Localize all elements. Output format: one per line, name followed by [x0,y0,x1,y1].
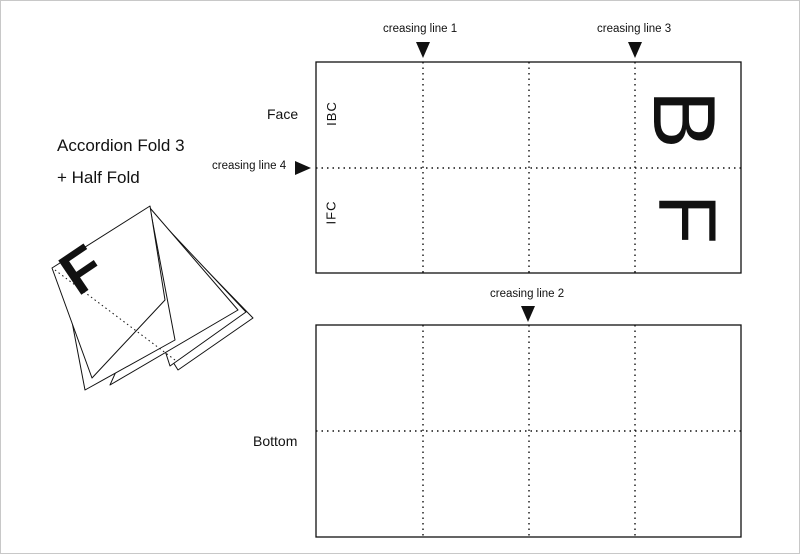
creasing-line-3-label: creasing line 3 [597,23,672,35]
folded-leaflet-sketch [51,205,254,391]
creasing-line-3-arrow [628,42,642,58]
title-line-2: + Half Fold [57,168,140,187]
creasing-line-4-arrow [295,161,311,175]
creasing-line-2-arrow [521,306,535,322]
creasing-line-2-label: creasing line 2 [490,288,565,300]
bottom-label: Bottom [253,433,298,449]
title-line-1: Accordion Fold 3 [57,136,185,155]
creasing-line-4-label: creasing line 4 [212,160,287,172]
leaflet-front-panel [51,205,166,379]
face-label: Face [267,106,299,122]
creasing-line-1-arrow [416,42,430,58]
creasing-line-1-label: creasing line 1 [383,23,458,35]
big-letter-b: B [635,90,734,149]
big-letter-f: F [641,194,732,244]
